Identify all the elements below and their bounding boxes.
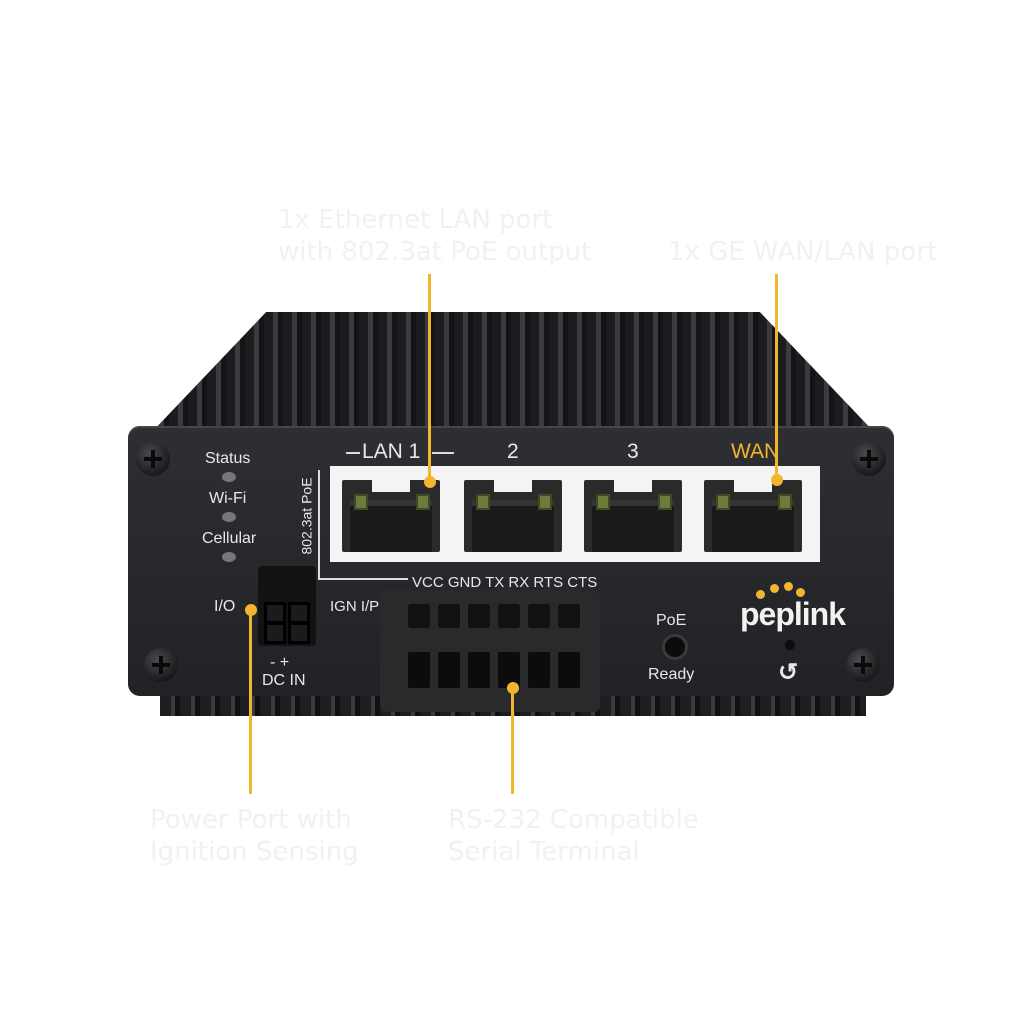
callout-power-line2: Ignition Sensing [150,837,359,867]
logo-dot [770,584,779,593]
callout-serial-line1: RS-232 Compatible [448,805,699,835]
dc-in-label: DC IN [262,672,306,689]
dc-polarity-label: - + [270,654,290,671]
screw-icon [846,648,880,682]
leader-dot-lan [424,476,436,488]
led-label-wifi: Wi-Fi [209,490,247,507]
lan2-port[interactable] [458,470,570,558]
leader-line-wan [775,274,778,480]
poe-ready-label-top: PoE [656,612,687,629]
cellular-led-icon [222,552,236,562]
ign-label: IGN I/P [330,598,380,615]
port-label-2: 2 [507,440,519,463]
screw-icon [852,442,886,476]
callout-power: Power Port with Ignition Sensing [150,804,359,868]
leader-line-lan [428,274,431,482]
leader-line-power [249,610,252,794]
leader-dot-serial [507,682,519,694]
status-led-icon [222,472,236,482]
port-label-wan: WAN [731,440,780,463]
logo-dot [756,590,765,599]
poe-bracket [318,470,320,580]
poe-ready-label-bottom: Ready [648,666,695,683]
heatsink-fins [150,312,876,434]
brand-logo: peplink [740,596,846,632]
dc-power-port[interactable] [258,566,316,646]
callout-serial-line2: Serial Terminal [448,837,640,867]
lan-bracket [432,452,454,454]
lan3-port[interactable] [578,470,690,558]
screw-icon [144,648,178,682]
serial-pin-labels: VCC GND TX RX RTS CTS [412,574,598,591]
wifi-led-icon [222,512,236,522]
callout-wan: 1x GE WAN/LAN port [668,237,938,267]
led-label-status: Status [205,450,251,467]
callout-lan: 1x Ethernet LAN port with 802.3at PoE ou… [278,204,591,268]
poe-bracket [318,578,408,580]
callout-power-line1: Power Port with [150,805,352,835]
serial-terminal-block[interactable] [380,590,600,712]
leader-dot-power [245,604,257,616]
callout-serial: RS-232 Compatible Serial Terminal [448,804,699,868]
logo-dot [796,588,805,597]
reset-hole-icon[interactable] [785,640,795,650]
leader-dot-wan [771,474,783,486]
reset-icon: ↺ [778,659,799,686]
led-label-cellular: Cellular [202,530,257,547]
callout-lan-line2: with 802.3at PoE output [278,237,592,267]
poe-side-label: 802.3at PoE [298,477,315,555]
port-label-3: 3 [627,440,639,463]
poe-ready-led-icon [662,634,688,660]
callout-lan-line1: 1x Ethernet LAN port [278,205,553,235]
logo-dot [784,582,793,591]
wan-port[interactable] [698,470,810,558]
io-label: I/O [214,598,236,615]
port-label-lan1: LAN 1 [362,440,421,463]
lan-bracket [346,452,360,454]
lan1-port[interactable] [336,470,448,558]
leader-line-serial [511,688,514,794]
screw-icon [136,442,170,476]
